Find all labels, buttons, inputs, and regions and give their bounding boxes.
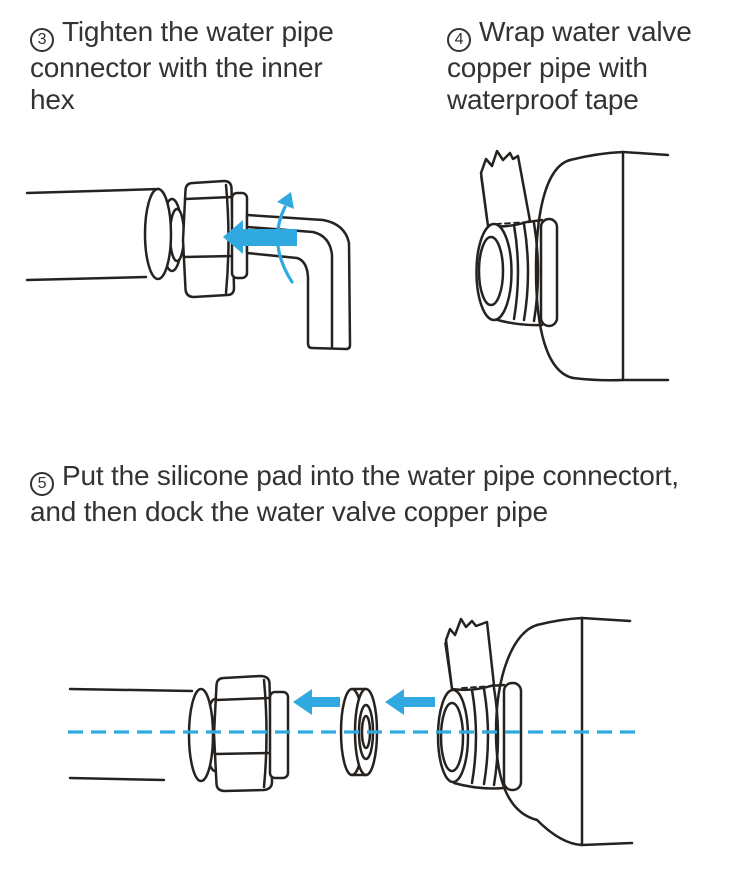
step-4-number-badge: 4 <box>447 28 471 52</box>
push-arrow-icon <box>293 689 340 715</box>
step-3-text: Tighten the water pipe connector with th… <box>30 16 334 115</box>
hidden-edge-dashes <box>461 685 493 689</box>
copper-pipe-threads <box>492 217 559 328</box>
rotate-arrow-icon <box>275 192 294 284</box>
connector-flange <box>268 690 290 780</box>
pipe-end <box>187 687 215 783</box>
water-pipe <box>68 687 194 782</box>
figure-step4-wrap-tape <box>475 149 670 382</box>
copper-pipe-end <box>436 688 470 784</box>
figure-step5-dock-silicone-pad <box>68 616 637 847</box>
push-arrow-icon <box>385 689 435 715</box>
step-4-text: Wrap water valve copper pipe with waterp… <box>447 16 692 115</box>
pipe-end <box>143 187 173 281</box>
step-5-text: Put the silicone pad into the water pipe… <box>30 460 679 527</box>
step-3-number-badge: 3 <box>30 28 54 52</box>
water-pipe <box>25 187 161 282</box>
figure-step3-tighten-connector <box>25 179 352 351</box>
waterproof-tape <box>479 149 532 228</box>
copper-pipe-end <box>475 222 513 322</box>
waterproof-tape <box>444 617 496 692</box>
valve-body <box>534 150 670 382</box>
hidden-edge-dashes <box>495 221 529 225</box>
allen-key <box>245 213 352 351</box>
step-5-number-badge: 5 <box>30 472 54 496</box>
copper-pipe-threads <box>452 681 523 792</box>
